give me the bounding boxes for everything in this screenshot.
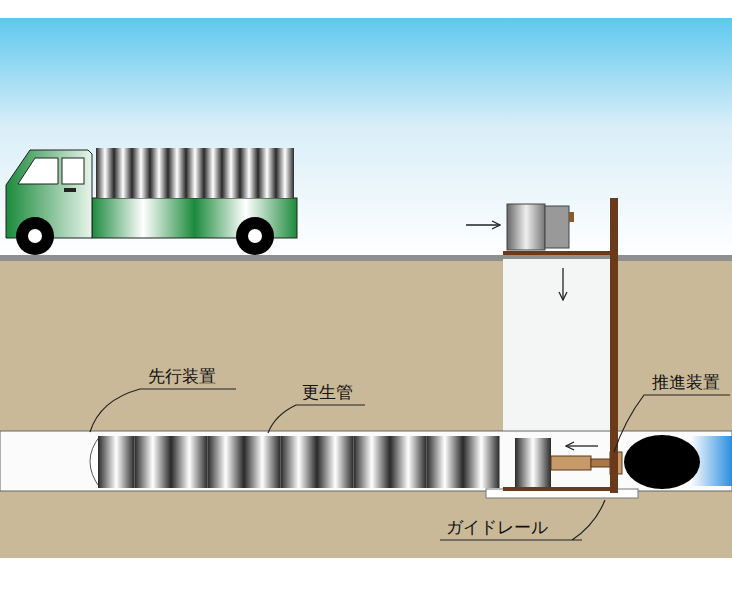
cargo-pipe	[96, 148, 114, 198]
pipe-segment	[354, 436, 391, 488]
pipe-segment	[463, 436, 500, 488]
pipe-segment	[244, 436, 281, 488]
pipe-segment	[427, 436, 464, 488]
cargo-pipe	[204, 148, 222, 198]
part-label: ガイドレール	[444, 517, 550, 537]
leader-lines	[90, 389, 730, 540]
cargo-pipe	[168, 148, 186, 198]
part-label: 先行装置	[146, 366, 218, 386]
pipe-segment	[390, 436, 427, 488]
pipe-segment	[135, 436, 172, 488]
pipe-segment	[98, 436, 135, 488]
pipe-segment	[208, 436, 245, 488]
cargo-pipe	[132, 148, 150, 198]
cargo-pipe	[240, 148, 258, 198]
part-label: 更生管	[300, 382, 355, 402]
pipe-segment	[317, 436, 354, 488]
cargo-pipe	[114, 148, 132, 198]
cargo-pipe	[222, 148, 240, 198]
cargo-pipe	[186, 148, 204, 198]
cargo-pipe	[150, 148, 168, 198]
part-label: 推進装置	[650, 372, 722, 392]
pipe-segment	[281, 436, 318, 488]
cargo-pipe	[258, 148, 276, 198]
pipe-segment	[171, 436, 208, 488]
cargo-pipe	[276, 148, 294, 198]
